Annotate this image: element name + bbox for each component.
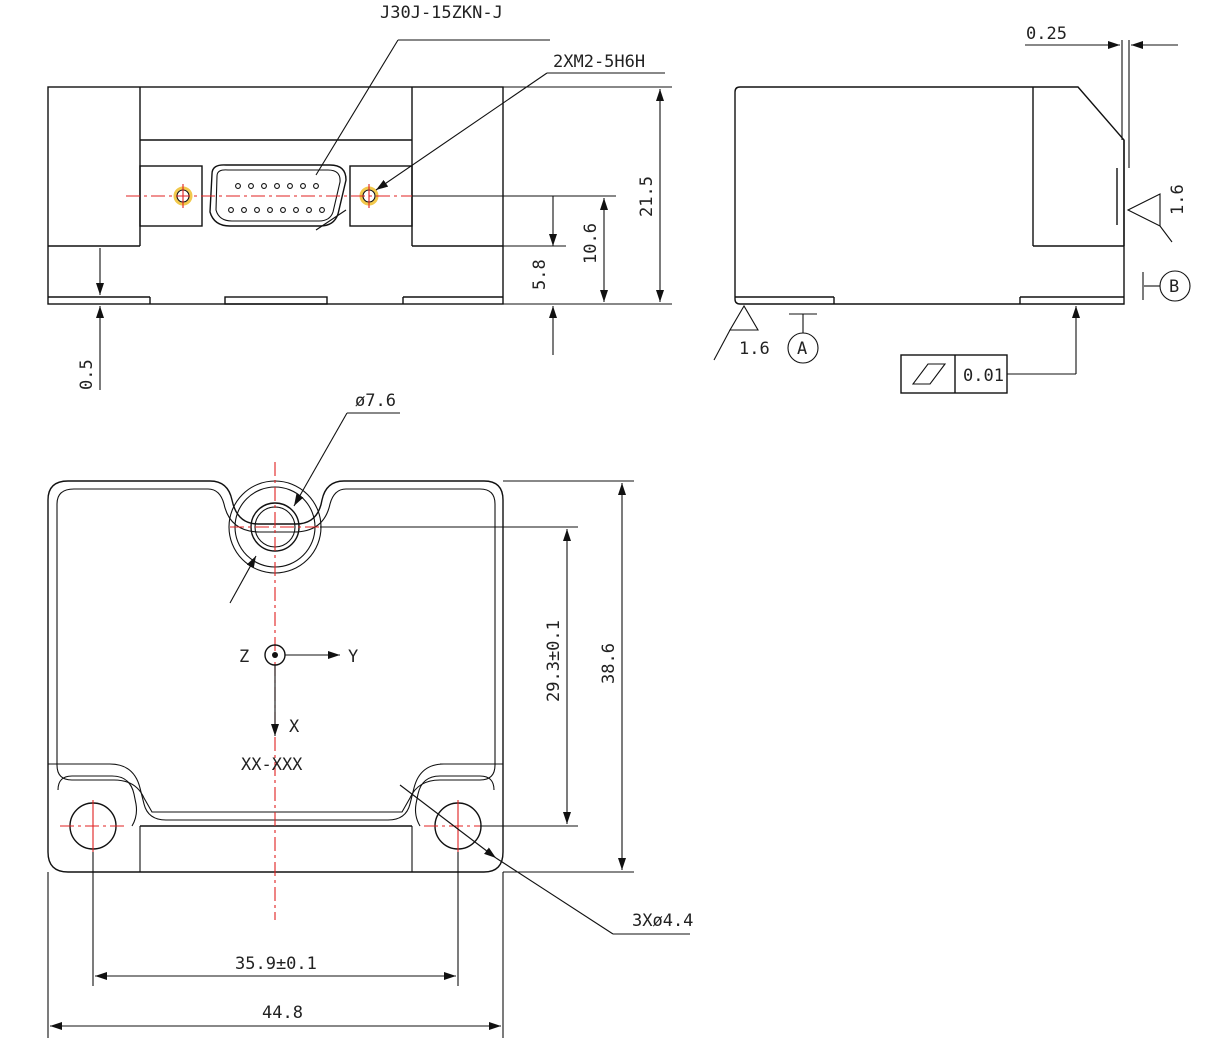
front-view: J30J-15ZKN-J 2XM2-5H6H 21.5 10.6 5.8 0.5	[47, 3, 672, 390]
flatness-value: 0.01	[963, 366, 1004, 386]
datum-a: A	[797, 339, 807, 359]
top-view: Z Y X XX-XXX ø7.6 3Xø4.4 29.3±0.1 38.6 3…	[47, 391, 693, 1038]
roughness-right-value: 1.6	[1168, 184, 1188, 215]
dim-dia-7-6: ø7.6	[355, 391, 396, 411]
side-view: 0.25 1.6 B 1.6 A 0.01	[713, 24, 1191, 394]
part-number: XX-XXX	[241, 755, 303, 775]
dim-38-6: 38.6	[599, 643, 619, 684]
surface-roughness-icon	[713, 304, 759, 361]
datum-b: B	[1169, 277, 1179, 297]
axis-y-label: Y	[348, 647, 358, 667]
axis-z-label: Z	[239, 647, 249, 667]
connector-pins	[228, 183, 325, 213]
dim-29-3: 29.3±0.1	[544, 620, 564, 702]
dim-0-25: 0.25	[1026, 24, 1067, 44]
dim-44-8: 44.8	[262, 1003, 303, 1023]
dim-10-6: 10.6	[581, 223, 601, 264]
surface-roughness-icon	[1126, 193, 1173, 243]
dim-21-5: 21.5	[637, 176, 657, 217]
roughness-bottom-value: 1.6	[739, 339, 770, 359]
dim-0-5: 0.5	[77, 359, 97, 390]
flatness-symbol-icon	[911, 363, 947, 385]
dim-5-8: 5.8	[530, 259, 550, 290]
dim-35-9: 35.9±0.1	[235, 954, 317, 974]
thread-label: 2XM2-5H6H	[553, 52, 645, 72]
connector-label: J30J-15ZKN-J	[380, 3, 503, 23]
holes-callout: 3Xø4.4	[632, 911, 693, 931]
axis-x-label: X	[289, 717, 300, 737]
